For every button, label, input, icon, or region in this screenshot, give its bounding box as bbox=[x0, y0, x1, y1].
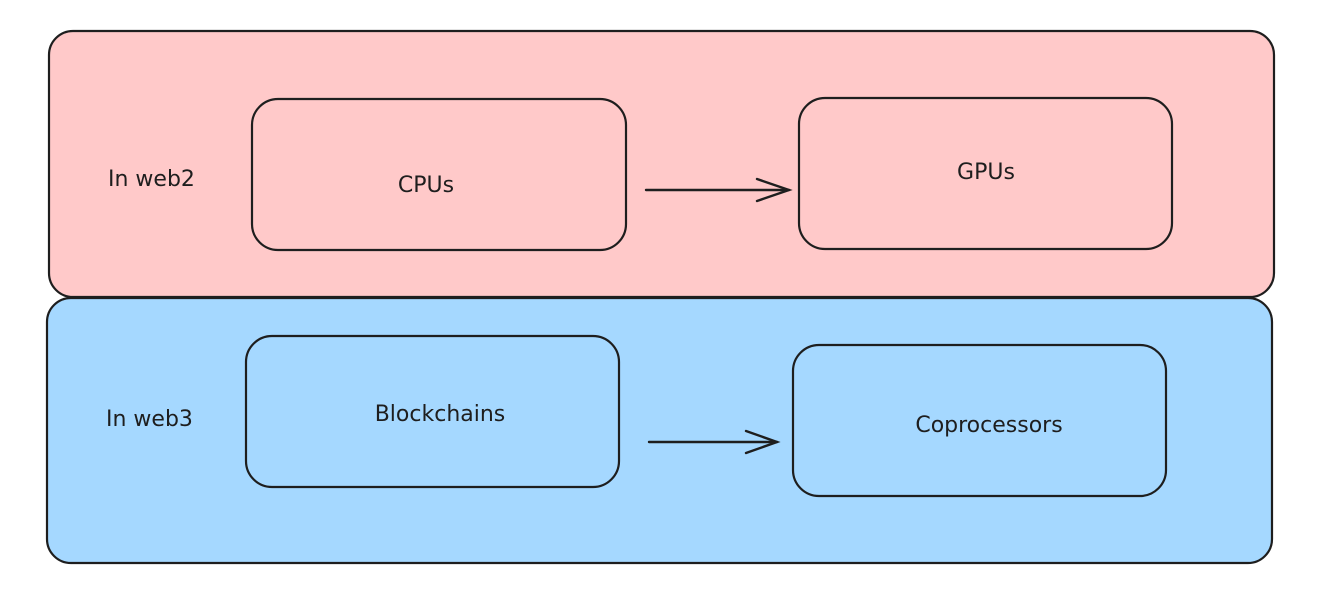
arrow-blockchains-to-coprocessors bbox=[647, 429, 781, 455]
node-coprocessors-label: Coprocessors bbox=[915, 413, 1062, 438]
arrow-cpus-to-gpus bbox=[644, 177, 793, 203]
node-blockchains bbox=[244, 334, 621, 489]
node-coprocessors bbox=[791, 343, 1168, 498]
node-cpus bbox=[250, 97, 628, 252]
node-gpus-label: GPUs bbox=[957, 160, 1015, 185]
arrow-blockchains-to-coprocessors-head bbox=[744, 429, 781, 455]
row-web3-band bbox=[45, 296, 1274, 565]
row-web3: In web3 Blockchains Coprocessors bbox=[45, 296, 1274, 565]
node-blockchains-label: Blockchains bbox=[375, 402, 506, 427]
row-web3-label: In web3 bbox=[106, 407, 193, 432]
row-web2-label: In web2 bbox=[108, 167, 195, 192]
row-web2: In web2 CPUs GPUs bbox=[47, 29, 1276, 299]
node-gpus bbox=[797, 96, 1174, 251]
arrow-cpus-to-gpus-head bbox=[755, 177, 793, 203]
node-cpus-label: CPUs bbox=[398, 173, 454, 198]
row-web2-band bbox=[47, 29, 1276, 299]
